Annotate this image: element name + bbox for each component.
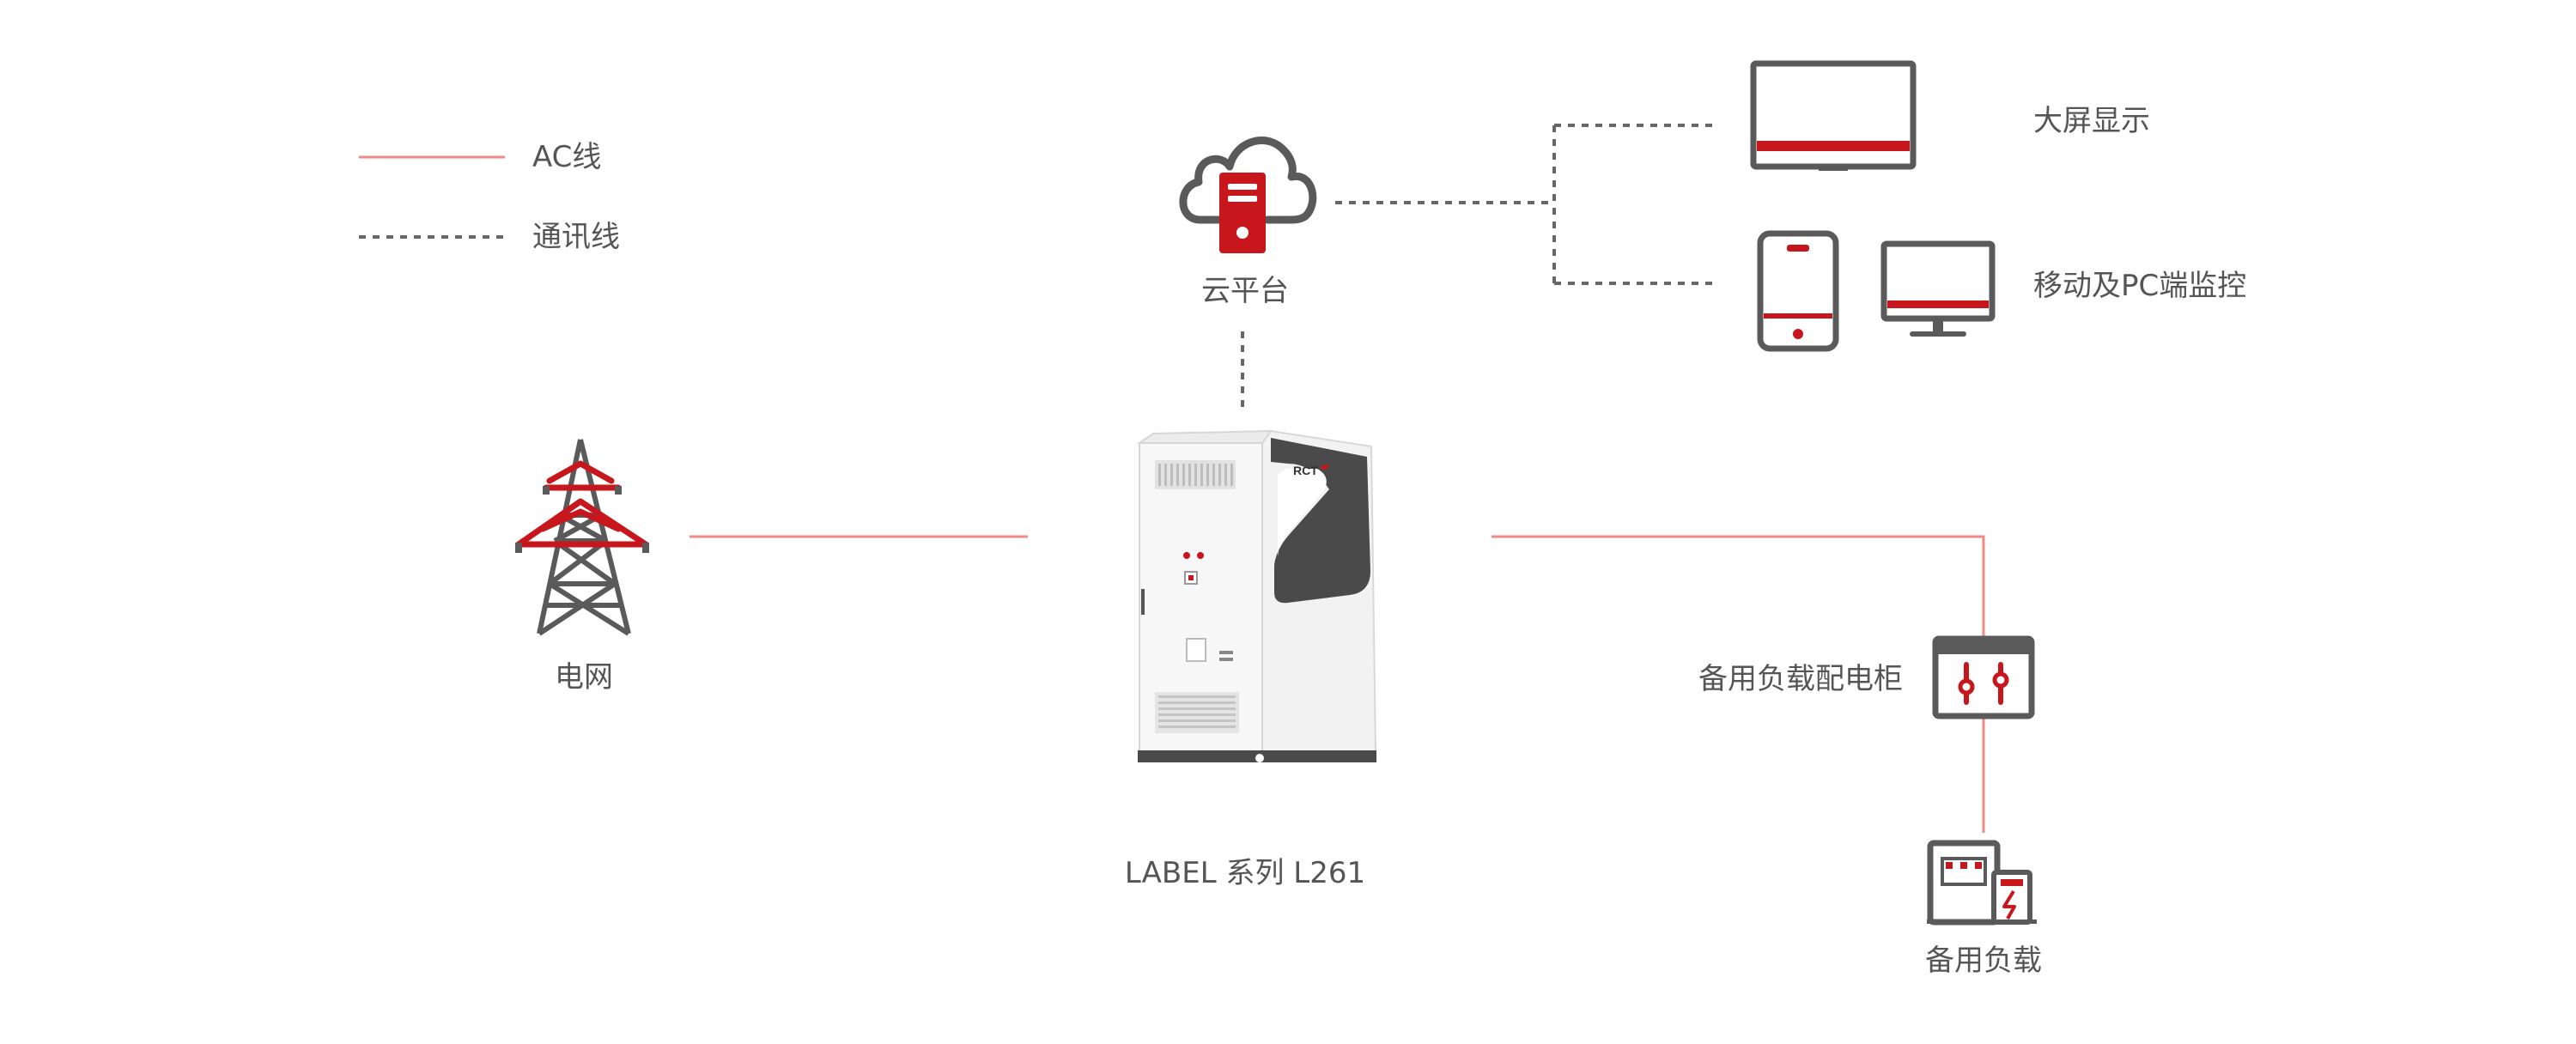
- comm-lines: [1241, 124, 1714, 407]
- backup-load-icon: [1927, 840, 2037, 926]
- grid-label: 电网: [555, 660, 613, 695]
- mobile-pc-label: 移动及PC端监控: [2033, 269, 2247, 303]
- backup-load-label: 备用负载: [1925, 944, 2042, 978]
- legend-comm-label: 通讯线: [532, 220, 620, 254]
- ac-line-cabinet-panel: [1492, 535, 1985, 637]
- distribution-panel-icon: [1932, 635, 2035, 719]
- storage-cabinet: RCT: [1136, 429, 1377, 762]
- smartphone-icon: [1757, 230, 1839, 352]
- cabinet-label: LABEL 系列 L261: [1124, 856, 1366, 890]
- ac-lines: [690, 535, 1985, 833]
- transmission-tower-icon: [515, 439, 649, 636]
- cloud-label: 云平台: [1201, 274, 1289, 308]
- backup-panel-label: 备用负载配电柜: [1698, 662, 1903, 696]
- desktop-monitor-icon: [1880, 240, 1996, 337]
- big-screen-label: 大屏显示: [2033, 104, 2150, 138]
- cabinet-brand: RCT: [1293, 464, 1318, 477]
- legend-ac-label: AC线: [532, 140, 602, 174]
- cloud-server-icon: [1179, 137, 1317, 253]
- display-screen-icon: [1750, 60, 1917, 171]
